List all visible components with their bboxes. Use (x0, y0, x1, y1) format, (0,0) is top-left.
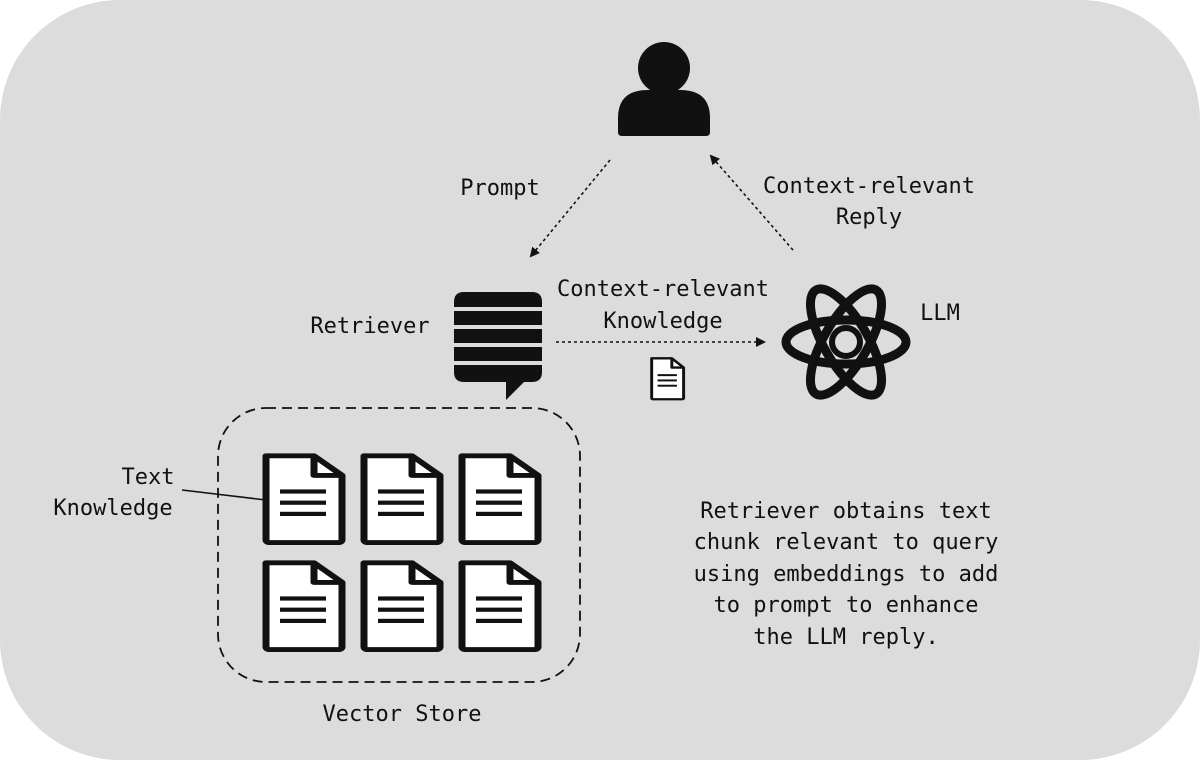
document-icon (266, 563, 342, 650)
vector-store-label: Vector Store (323, 702, 482, 727)
description-line: the LLM reply. (753, 625, 938, 650)
llm-label: LLM (920, 301, 960, 326)
document-icon (266, 456, 342, 543)
document-icon (364, 563, 440, 650)
description-line: to prompt to enhance (714, 593, 979, 618)
document-icon (364, 456, 440, 543)
llm-knot-icon (781, 284, 911, 400)
prompt-arrow (529, 159, 611, 258)
reply-arrow (709, 154, 794, 251)
text-knowledge-label-line2: Knowledge (53, 496, 172, 521)
database-speech-icon (454, 292, 542, 400)
description-line: chunk relevant to query (694, 530, 999, 555)
description-line: Retriever obtains text (700, 499, 991, 524)
text-knowledge-pointer (181, 489, 267, 501)
reply-label-line1: Context-relevant (763, 174, 975, 199)
text-knowledge-label-line1: Text (122, 465, 175, 490)
retriever-label: Retriever (310, 314, 429, 339)
reply-label-line2: Reply (836, 205, 902, 230)
knowledge-label-line2: Knowledge (603, 309, 722, 334)
vector-store-box (217, 407, 581, 683)
document-icon (650, 356, 686, 401)
document-grid (266, 456, 538, 650)
document-icon (462, 456, 538, 543)
description-line: using embeddings to add (694, 562, 999, 587)
document-icon (462, 563, 538, 650)
user-icon (618, 42, 710, 136)
knowledge-label-line1: Context-relevant (557, 277, 769, 302)
prompt-label: Prompt (460, 176, 539, 201)
